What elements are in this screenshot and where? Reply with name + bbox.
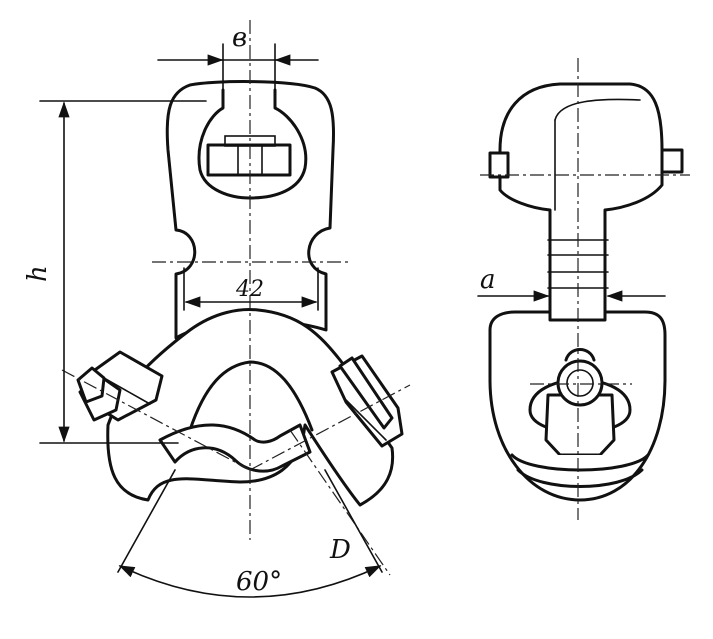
side-view: [477, 58, 690, 520]
front-slot-bolt: [206, 143, 292, 177]
right-bolt: [330, 354, 404, 448]
front-view: [39, 20, 411, 598]
front-conductor: [158, 423, 312, 473]
label-b: в: [232, 23, 247, 53]
label-60-degrees: 60°: [236, 567, 282, 597]
label-D: D: [329, 535, 351, 565]
side-nut: [528, 348, 632, 457]
side-head: [498, 82, 664, 322]
label-a: a: [480, 265, 496, 295]
label-h: h: [23, 265, 53, 282]
label-42: 42: [235, 277, 264, 302]
